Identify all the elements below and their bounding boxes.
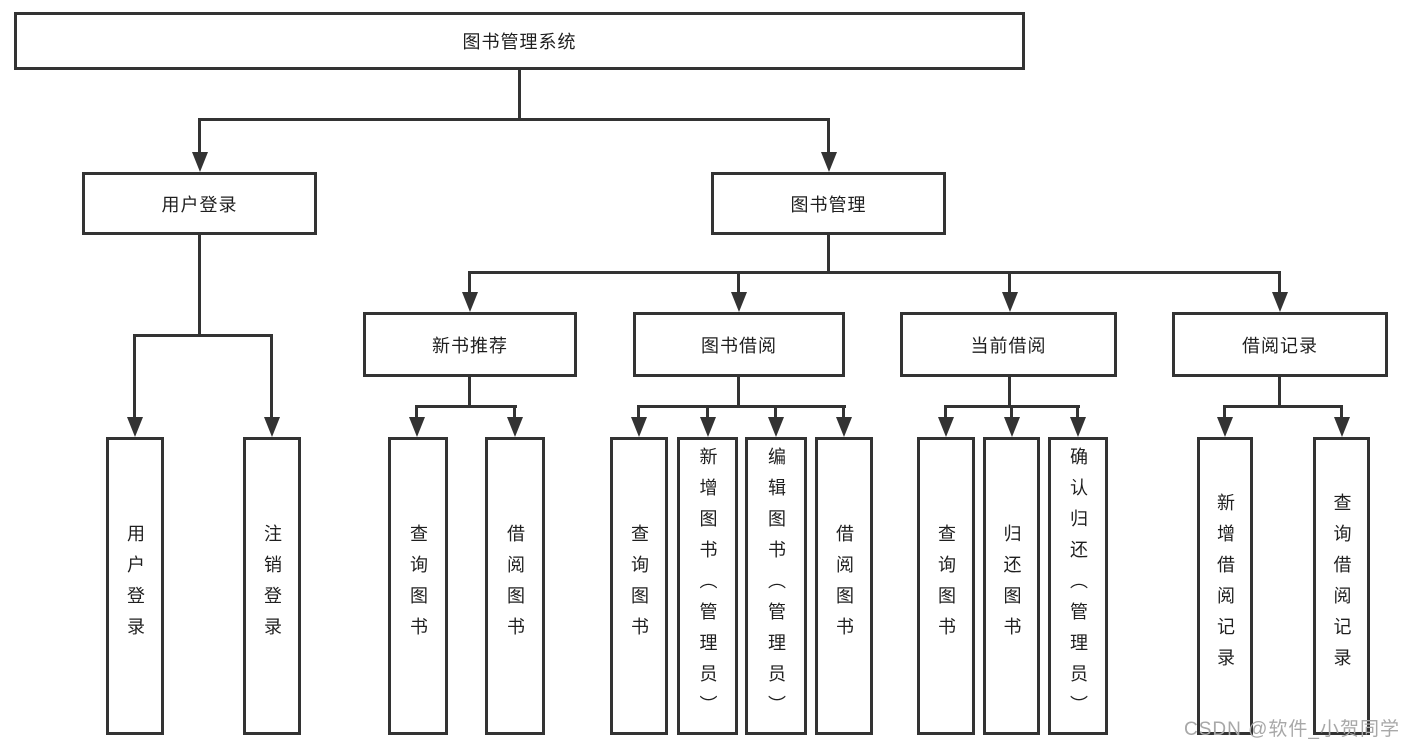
connector-line xyxy=(198,118,830,121)
leaf-borrowing-query-books: 查询图书 xyxy=(610,437,668,735)
connector-arrow xyxy=(1076,405,1079,417)
connector-arrow xyxy=(637,405,640,417)
leaf-current-return-books: 归还图书 xyxy=(983,437,1040,735)
leaf-recommend-query-books-label: 查询图书 xyxy=(408,524,428,648)
leaf-records-add-record-label: 新增借阅记录 xyxy=(1215,493,1235,679)
connector-arrow xyxy=(842,405,845,417)
connector-arrow xyxy=(133,334,136,417)
connector-line xyxy=(518,70,521,118)
leaf-current-query-books-label: 查询图书 xyxy=(936,524,956,648)
leaf-current-confirm-return: 确认归还（管理员） xyxy=(1048,437,1108,735)
node-borrowing-records-label: 借阅记录 xyxy=(1242,335,1318,356)
leaf-recommend-query-books: 查询图书 xyxy=(388,437,448,735)
connector-arrow xyxy=(737,271,740,292)
leaf-records-query-record: 查询借阅记录 xyxy=(1313,437,1370,735)
connector-line xyxy=(827,235,830,271)
leaf-logout: 注销登录 xyxy=(243,437,301,735)
leaf-user-login: 用户登录 xyxy=(106,437,164,735)
connector-line xyxy=(468,271,1281,274)
connector-line xyxy=(133,334,273,337)
connector-arrow xyxy=(1010,405,1013,417)
leaf-logout-label: 注销登录 xyxy=(262,524,282,648)
connector-line xyxy=(1008,377,1011,407)
leaf-borrowing-add-books-label: 新增图书（管理员） xyxy=(697,446,718,726)
leaf-borrowing-borrow-books-label: 借阅图书 xyxy=(834,524,854,648)
connector-arrow xyxy=(513,405,516,417)
leaf-current-return-books-label: 归还图书 xyxy=(1001,524,1022,648)
leaf-borrowing-add-books: 新增图书（管理员） xyxy=(677,437,738,735)
leaf-recommend-borrow-books: 借阅图书 xyxy=(485,437,545,735)
connector-arrow xyxy=(1278,271,1281,292)
connector-line xyxy=(637,405,846,408)
leaf-borrowing-borrow-books: 借阅图书 xyxy=(815,437,873,735)
connector-arrow xyxy=(706,405,709,417)
node-current-borrowing: 当前借阅 xyxy=(900,312,1117,377)
node-current-borrowing-label: 当前借阅 xyxy=(970,335,1047,356)
node-book-borrowing: 图书借阅 xyxy=(633,312,845,377)
connector-line xyxy=(198,235,201,334)
connector-line xyxy=(737,377,740,407)
node-root-label: 图书管理系统 xyxy=(462,32,577,52)
node-user-login-label: 用户登录 xyxy=(161,194,238,215)
leaf-recommend-borrow-books-label: 借阅图书 xyxy=(505,524,525,648)
leaf-current-confirm-return-label: 确认归还（管理员） xyxy=(1068,446,1088,726)
connector-arrow xyxy=(468,271,471,292)
connector-arrow xyxy=(944,405,947,417)
connector-line xyxy=(468,377,471,407)
leaf-records-add-record: 新增借阅记录 xyxy=(1197,437,1253,735)
connector-arrow xyxy=(1340,405,1343,417)
leaf-current-query-books: 查询图书 xyxy=(917,437,975,735)
connector-line xyxy=(1223,405,1343,408)
node-book-borrowing-label: 图书借阅 xyxy=(701,335,777,356)
node-user-login: 用户登录 xyxy=(82,172,317,235)
leaf-records-query-record-label: 查询借阅记录 xyxy=(1331,493,1352,679)
leaf-user-login-label: 用户登录 xyxy=(125,524,145,648)
connector-arrow xyxy=(774,405,777,417)
node-borrowing-records: 借阅记录 xyxy=(1172,312,1388,377)
connector-arrow xyxy=(198,118,201,152)
connector-arrow xyxy=(1223,405,1226,417)
connector-line xyxy=(1278,377,1281,407)
leaf-borrowing-edit-books-label: 编辑图书（管理员） xyxy=(766,446,786,726)
leaf-borrowing-edit-books: 编辑图书（管理员） xyxy=(745,437,807,735)
node-new-book-recommend: 新书推荐 xyxy=(363,312,577,377)
node-book-management-label: 图书管理 xyxy=(790,194,867,215)
connector-arrow xyxy=(1008,271,1011,292)
connector-line xyxy=(415,405,517,408)
connector-arrow xyxy=(415,405,418,417)
connector-arrow xyxy=(827,118,830,152)
node-new-book-recommend-label: 新书推荐 xyxy=(432,335,508,356)
node-root: 图书管理系统 xyxy=(14,12,1025,70)
leaf-borrowing-query-books-label: 查询图书 xyxy=(629,524,649,648)
csdn-watermark: CSDN @软件_小贺同学 xyxy=(1184,719,1400,740)
node-book-management: 图书管理 xyxy=(711,172,946,235)
connector-arrow xyxy=(270,334,273,417)
